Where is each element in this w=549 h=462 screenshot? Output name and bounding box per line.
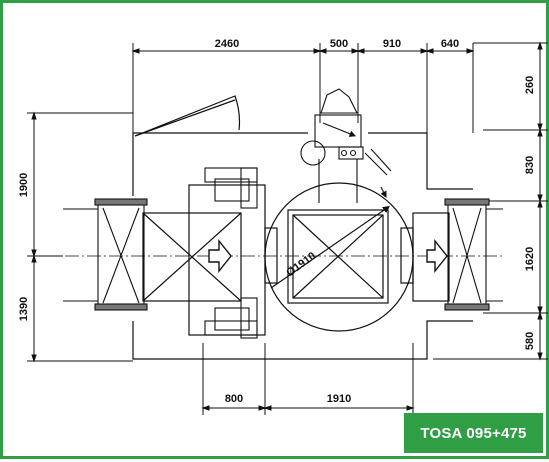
dim-top-640: 640 <box>441 38 459 50</box>
safety-fence <box>132 95 473 360</box>
dim-top-910: 910 <box>383 38 401 50</box>
dim-bottom-1910: 1910 <box>327 393 351 405</box>
dim-right-580: 580 <box>524 332 536 350</box>
dim-bottom-800: 800 <box>225 393 243 405</box>
left-conveyor <box>63 198 148 311</box>
outfeed-table <box>412 212 450 302</box>
turntable <box>264 182 414 332</box>
right-conveyor <box>444 198 503 311</box>
dim-left-1900: 1900 <box>18 173 30 197</box>
left-dimension-chain <box>27 111 133 363</box>
right-dimension-chain <box>433 41 548 361</box>
model-badge-label: TOSA 095+475 <box>420 424 527 442</box>
turntable-diameter-label: Ø1910 <box>284 250 318 279</box>
bottom-dimension-chain <box>201 343 415 415</box>
top-dimension-chain <box>131 43 475 135</box>
dim-right-830: 830 <box>524 156 536 174</box>
infeed-table <box>142 184 266 336</box>
dim-right-260: 260 <box>524 76 536 94</box>
clamp-units <box>204 167 258 339</box>
dim-left-1390: 1390 <box>18 297 30 321</box>
robot-mechanism <box>300 88 392 203</box>
model-badge: TOSA 095+475 <box>404 413 543 453</box>
layout-drawing: 2460 500 910 640 260 830 1620 580 1900 1… <box>18 38 548 415</box>
dim-right-1620: 1620 <box>524 247 536 271</box>
dim-top-500: 500 <box>330 38 348 50</box>
dim-top-2460: 2460 <box>215 38 239 50</box>
